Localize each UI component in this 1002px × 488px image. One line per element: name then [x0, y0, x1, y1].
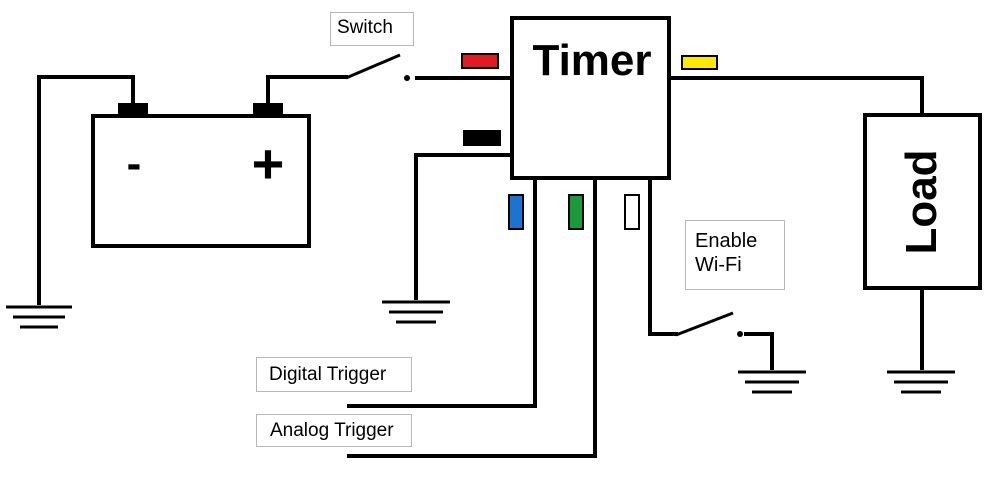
wifi-switch-ground-wire	[744, 332, 774, 370]
black-wire-tag	[463, 130, 501, 146]
enable-wifi-label-line2: Wi-Fi	[695, 254, 742, 276]
ground-symbol-timer	[382, 300, 450, 324]
battery-body	[91, 114, 311, 248]
digital-trigger-label: Digital Trigger	[256, 357, 412, 392]
enable-wifi-label: Enable Wi-Fi	[685, 220, 785, 290]
green-wire-tag	[568, 194, 584, 230]
battery-positive-sign: +	[252, 132, 285, 195]
blue-wire-tag	[508, 194, 524, 230]
timer-box	[510, 16, 671, 180]
digital-trigger-label-text: Digital Trigger	[269, 364, 387, 385]
switch-label: Switch	[330, 12, 414, 46]
battery-positive-wire	[266, 75, 348, 103]
ground-symbol-battery	[6, 305, 72, 329]
yellow-wire-tag	[681, 55, 718, 70]
switch-label-text: Switch	[337, 17, 393, 38]
white-wire-tag	[624, 194, 640, 230]
ground-symbol-wifi	[738, 370, 806, 394]
wifi-enable-switch	[675, 311, 743, 337]
analog-trigger-wire	[347, 178, 597, 458]
red-wire-tag	[461, 53, 499, 69]
digital-trigger-wire	[347, 178, 537, 408]
analog-trigger-label: Analog Trigger	[256, 414, 412, 447]
analog-trigger-label-text: Analog Trigger	[270, 420, 394, 441]
ground-symbol-load	[887, 370, 955, 394]
battery-negative-sign: -	[127, 139, 142, 188]
timer-ground-wire	[414, 153, 512, 300]
enable-wifi-label-line1: Enable	[695, 230, 758, 252]
battery: - +	[91, 103, 311, 248]
battery-negative-wire	[37, 75, 135, 305]
timer-label: Timer	[532, 36, 651, 85]
timer-to-load-wire	[669, 76, 924, 115]
battery-positive-terminal	[253, 103, 283, 117]
main-switch	[345, 53, 410, 81]
load: Load	[863, 113, 982, 290]
load-label: Load	[897, 149, 946, 254]
load-box	[863, 113, 982, 290]
battery-negative-terminal	[118, 103, 148, 117]
wifi-enable-wire	[648, 178, 678, 336]
timer: Timer	[510, 16, 671, 180]
